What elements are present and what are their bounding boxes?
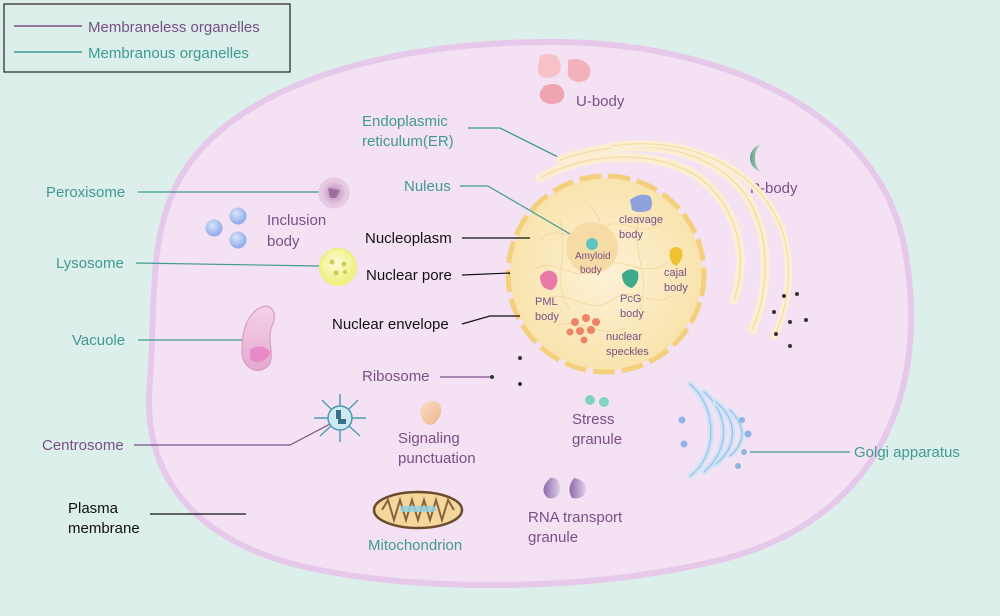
- lysosome-leader-line: [135, 262, 321, 267]
- plasma-membrane-label-line2: membrane: [68, 520, 140, 537]
- amyloid-body-label-line2: body: [580, 265, 602, 276]
- mitochondrion-icon: [372, 490, 464, 530]
- signaling-label-line1: Signaling: [398, 430, 460, 447]
- inclusion-body-label-line1: Inclusion: [267, 212, 326, 229]
- ribosome-label: Ribosome: [362, 368, 430, 385]
- u-body-icon: [537, 54, 591, 104]
- stress-granule-label-line1: Stress: [572, 411, 615, 428]
- pcg-body-label-line2: body: [620, 308, 644, 320]
- pcg-body-icon: [622, 269, 639, 288]
- nuclear-pore-label: Nuclear pore: [366, 267, 452, 284]
- lysosome-icon: [319, 248, 357, 286]
- signaling-label-line2: punctuation: [398, 450, 476, 467]
- golgi-apparatus-label: Golgi apparatus: [854, 444, 960, 461]
- u-body-label: U-body: [576, 93, 625, 110]
- legend-membranous-label: Membranous organelles: [88, 45, 249, 62]
- golgi-apparatus-icon: [687, 381, 745, 479]
- cleavage-body-icon: [630, 194, 652, 212]
- nuclear-speckles-label-line1: nuclear: [606, 331, 642, 343]
- legend-membraneless-label: Membraneless organelles: [88, 19, 260, 36]
- amyloid-body-label-line1: Amyloid: [575, 251, 611, 262]
- rna-transport-granule-icon: [543, 477, 586, 499]
- vacuole-icon: [241, 305, 275, 371]
- inclusion-body-icon: [205, 207, 247, 249]
- er-label-line2: reticulum(ER): [362, 133, 454, 150]
- cajal-body-label-line1: cajal: [664, 267, 687, 279]
- pml-body-icon: [540, 270, 558, 290]
- stress-granule-label-line2: granule: [572, 431, 622, 448]
- ribosome-cluster: [772, 292, 808, 348]
- vacuole-label: Vacuole: [72, 332, 125, 349]
- nuleus-leader-line: [460, 185, 571, 235]
- pcg-body-label-line1: PcG: [620, 293, 641, 305]
- nuleus-label: Nuleus: [404, 178, 451, 195]
- nuclear-speckles-label-line2: speckles: [606, 346, 649, 358]
- nuclear-envelope-leader-line: [461, 315, 520, 325]
- plasma-membrane-label-line1: Plasma: [68, 500, 119, 517]
- lysosome-label: Lysosome: [56, 255, 124, 272]
- nuclear-envelope: [505, 173, 707, 375]
- legend-box: [3, 3, 291, 73]
- centrosome-icon: [314, 394, 366, 442]
- inclusion-body-label-line2: body: [267, 233, 300, 250]
- peroxisome-label: Peroxisome: [46, 184, 125, 201]
- nucleoplasm-label: Nucleoplasm: [365, 230, 452, 247]
- nucleus: [505, 173, 707, 375]
- stress-granule-icon: [585, 395, 609, 407]
- er-label-line1: Endoplasmic: [362, 113, 448, 130]
- cajal-body-label-line2: body: [664, 282, 688, 294]
- ribosome-dots: [490, 356, 522, 386]
- rna-transport-label-line1: RNA transport: [528, 509, 623, 526]
- centrosome-label: Centrosome: [42, 437, 124, 454]
- pml-body-label-line1: PML: [535, 296, 558, 308]
- cleavage-body-label-line1: cleavage: [619, 214, 663, 226]
- cajal-body-icon: [669, 247, 683, 266]
- mitochondrion-label: Mitochondrion: [368, 537, 462, 554]
- amyloid-body-icon: [586, 238, 598, 250]
- nuclear-speckles-icon: [566, 314, 600, 344]
- nuclear-pore-leader-line: [461, 272, 511, 276]
- er-leader-line: [468, 127, 569, 163]
- legend: Membraneless organelles Membranous organ…: [3, 3, 291, 73]
- centrosome-leader-line: [134, 423, 331, 446]
- golgi-vesicles: [678, 416, 752, 469]
- nuclear-envelope-label: Nuclear envelope: [332, 316, 449, 333]
- peroxisome-icon: [318, 177, 350, 209]
- p-body-icon: [750, 144, 764, 172]
- rna-transport-label-line2: granule: [528, 529, 578, 546]
- pml-body-label-line2: body: [535, 311, 559, 323]
- cleavage-body-label-line2: body: [619, 229, 643, 241]
- nucleoplasm-area: [510, 178, 702, 370]
- endoplasmic-reticulum: [535, 140, 792, 340]
- signaling-punctuation-icon: [420, 401, 442, 425]
